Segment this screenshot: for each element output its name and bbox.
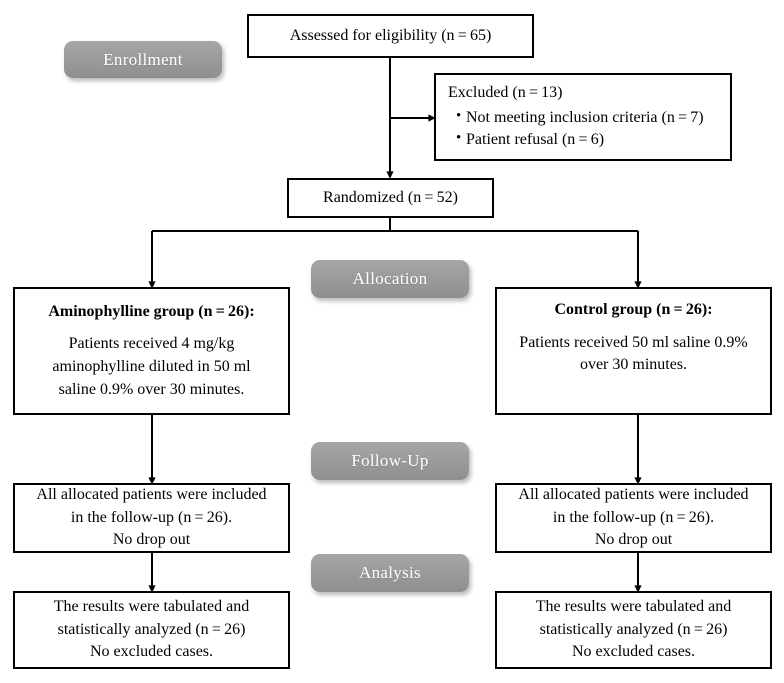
node-excluded: Excluded (n = 13) Not meeting inclusion …	[434, 73, 732, 161]
node-line: The results were tabulated and	[535, 597, 732, 615]
node-line: in the follow-up (n = 26).	[70, 508, 233, 526]
node-title: Control group (n = 26):	[554, 301, 713, 318]
node-text: Randomized (n = 52)	[323, 188, 458, 206]
node-line: Patients received 4 mg/kg	[68, 335, 235, 353]
stage-label-text: Follow-Up	[351, 451, 429, 470]
node-allocation-control-group: Control group (n = 26): Patients receive…	[495, 287, 772, 415]
stage-label-text: Analysis	[359, 563, 421, 582]
node-line: in the follow-up (n = 26).	[552, 508, 715, 526]
list-item: Not meeting inclusion criteria (n = 7)	[456, 106, 704, 130]
node-line: statistically analyzed (n = 26)	[539, 620, 728, 638]
node-randomized: Randomized (n = 52)	[287, 178, 494, 218]
node-line: Patients received 50 ml saline 0.9%	[519, 333, 748, 351]
node-line: No drop out	[594, 531, 673, 549]
node-line: All allocated patients were included	[36, 485, 267, 503]
stage-label-allocation: Allocation	[311, 260, 469, 298]
stage-label-text: Allocation	[352, 269, 428, 288]
node-text: Assessed for eligibility (n = 65)	[289, 26, 492, 44]
node-title: Aminophylline group (n = 26):	[48, 302, 255, 320]
node-analysis-control-group: The results were tabulated and statistic…	[495, 591, 772, 669]
node-followup-aminophylline-group: All allocated patients were included in …	[13, 483, 290, 553]
node-line: No excluded cases.	[571, 643, 696, 661]
node-line: saline 0.9% over 30 minutes.	[58, 380, 245, 398]
node-analysis-aminophylline-group: The results were tabulated and statistic…	[13, 591, 290, 669]
node-excluded-title: Excluded (n = 13)	[448, 83, 563, 101]
node-allocation-aminophylline-group: Aminophylline group (n = 26): Patients r…	[13, 287, 290, 415]
node-assessed-for-eligibility: Assessed for eligibility (n = 65)	[247, 14, 534, 58]
list-item: Patient refusal (n = 6)	[456, 128, 704, 152]
stage-label-analysis: Analysis	[311, 554, 469, 592]
node-line: over 30 minutes.	[579, 356, 688, 374]
node-followup-control-group: All allocated patients were included in …	[495, 483, 772, 553]
node-line: statistically analyzed (n = 26)	[57, 620, 246, 638]
node-line: No excluded cases.	[89, 643, 214, 661]
stage-label-text: Enrollment	[103, 49, 183, 69]
node-line: aminophylline diluted in 50 ml	[52, 358, 251, 375]
node-line: No drop out	[112, 531, 191, 549]
node-excluded-reason-list: Not meeting inclusion criteria (n = 7) P…	[448, 106, 704, 152]
stage-label-enrollment: Enrollment	[64, 41, 222, 78]
node-line: All allocated patients were included	[518, 485, 749, 503]
stage-label-follow-up: Follow-Up	[311, 442, 469, 480]
node-line: The results were tabulated and	[53, 597, 250, 615]
